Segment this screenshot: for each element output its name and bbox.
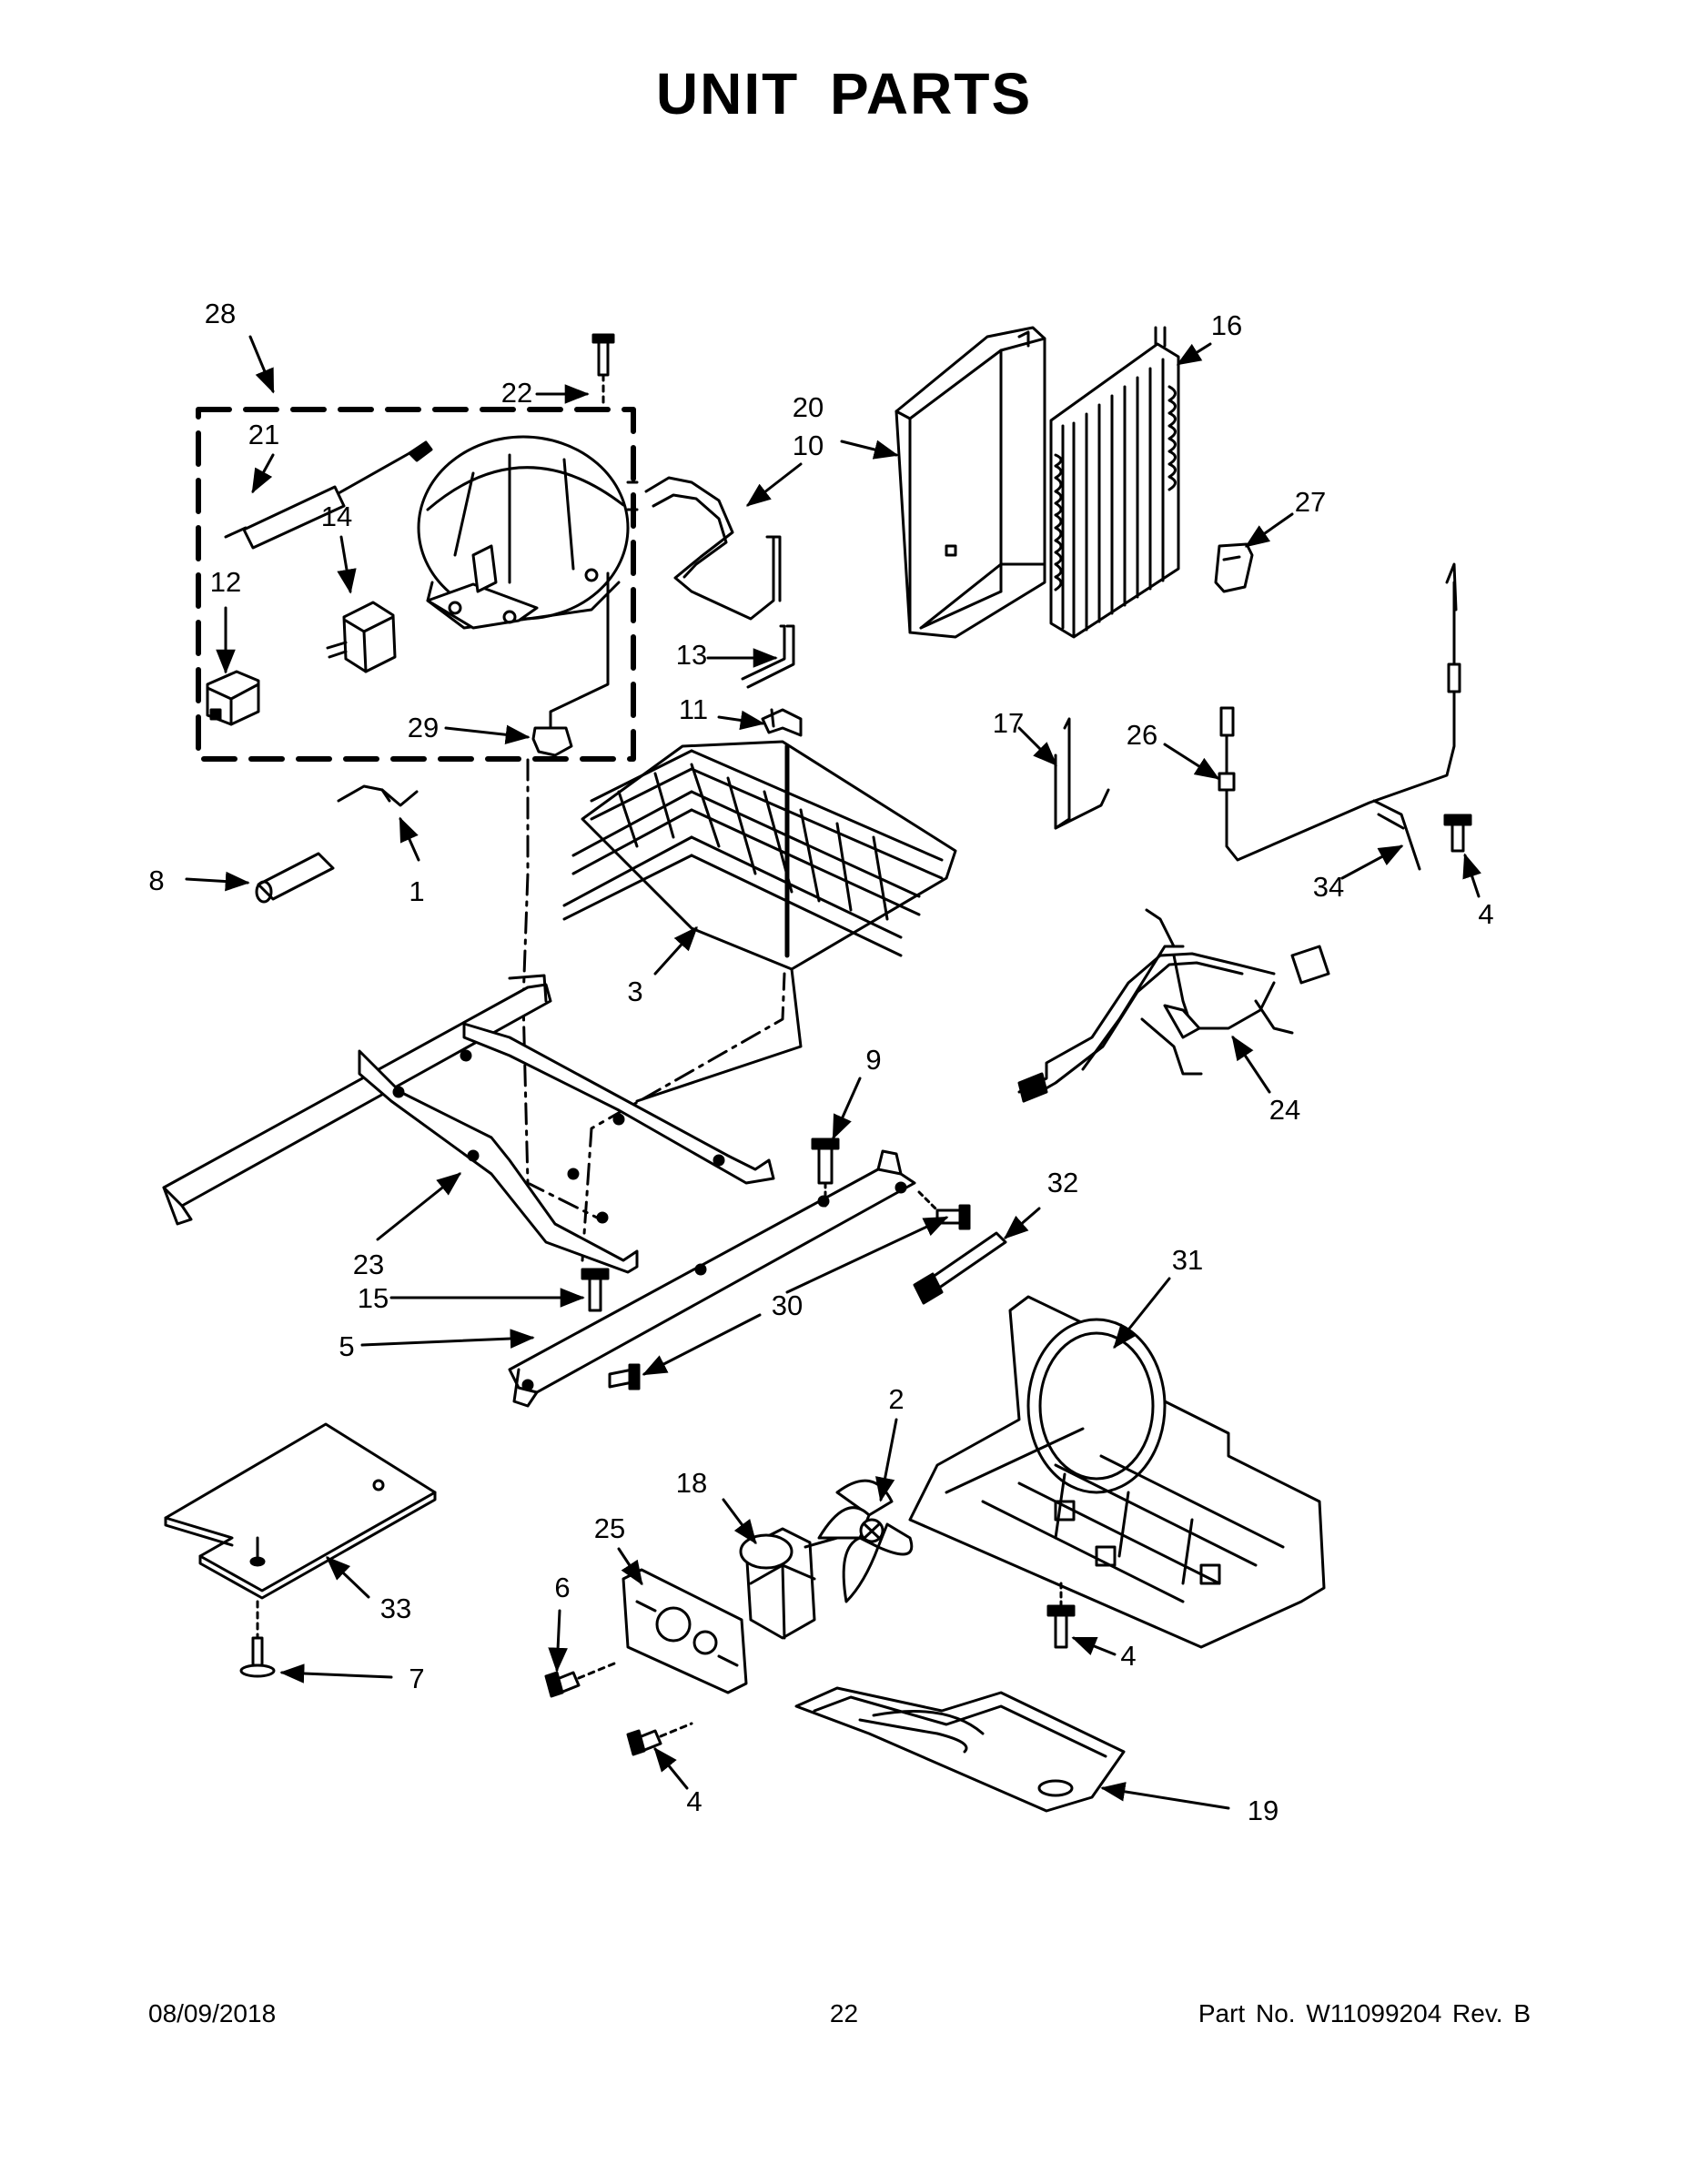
part-leveling-screw: [239, 1600, 276, 1678]
callout-11: 11: [679, 693, 708, 725]
footer-date: 08/09/2018: [148, 1999, 277, 2027]
callout-3: 3: [627, 976, 642, 1007]
part-compressor: [417, 333, 639, 757]
callout-18: 18: [676, 1467, 707, 1499]
callout-15: 15: [358, 1282, 389, 1314]
part-screw-15: [581, 1268, 610, 1312]
part-clip-34: [1372, 799, 1421, 871]
callout-13: 13: [676, 639, 707, 671]
callout-9: 9: [865, 1044, 881, 1076]
part-motor-bracket: [622, 1568, 748, 1694]
callout-30: 30: [772, 1289, 803, 1321]
callout-4c: 4: [686, 1785, 702, 1817]
callout-28: 28: [205, 298, 236, 329]
callout-8: 8: [148, 864, 164, 896]
callout-labels: 1 2 3 4 4 4 5 6 7 8 9 10 11 12 13 14 15 …: [148, 298, 1493, 1826]
callout-2: 2: [888, 1383, 904, 1415]
part-tube-10: [644, 476, 782, 621]
callout-24: 24: [1269, 1094, 1300, 1126]
compressor-kit-box: [196, 407, 636, 762]
callout-29: 29: [408, 712, 439, 743]
callout-5: 5: [339, 1330, 354, 1362]
callout-6: 6: [554, 1572, 570, 1603]
part-screw-4-mid: [1046, 1582, 1076, 1649]
part-screw-30a: [917, 1190, 971, 1230]
part-frame: [162, 974, 775, 1274]
part-screw-30b: [608, 1363, 641, 1390]
part-wire-harness: [1017, 908, 1330, 1103]
callout-32: 32: [1047, 1167, 1078, 1198]
callout-16: 16: [1211, 309, 1242, 341]
part-tube-13: [741, 624, 795, 689]
callout-7: 7: [409, 1663, 424, 1694]
part-overload: [206, 670, 260, 726]
part-bracket-27: [1214, 542, 1254, 593]
callout-22: 22: [501, 377, 532, 409]
callout-19: 19: [1248, 1795, 1279, 1826]
callout-21: 21: [248, 419, 279, 450]
part-drain-pan: [794, 1686, 1126, 1813]
part-screw-9: [811, 1138, 840, 1212]
callout-23: 23: [353, 1249, 384, 1280]
callout-25: 25: [594, 1512, 625, 1544]
callout-10: 10: [793, 430, 824, 461]
part-evaporator: [562, 740, 957, 1103]
part-cover-panel: [164, 1422, 437, 1600]
part-fan-blade: [817, 1479, 914, 1603]
callout-14: 14: [321, 500, 352, 532]
part-relay: [326, 601, 397, 673]
callout-1: 1: [409, 875, 424, 907]
part-screw-4-lower: [626, 1722, 693, 1756]
part-channel-30: [508, 1149, 916, 1408]
part-condenser: [1049, 326, 1180, 639]
part-harness-26: [1218, 562, 1461, 862]
part-tie-strap: [913, 1231, 1007, 1305]
callout-4a: 4: [1478, 898, 1493, 930]
part-screw-6: [544, 1660, 621, 1698]
part-screw-4-top: [1443, 814, 1472, 853]
footer-page-number: 22: [829, 1999, 859, 2027]
part-tube-17: [1054, 717, 1110, 830]
part-condenser-cover: [895, 326, 1046, 639]
callout-31: 31: [1172, 1244, 1203, 1276]
callout-27: 27: [1295, 486, 1326, 518]
page-title: UNIT PARTS: [655, 61, 1033, 126]
callout-20: 20: [793, 391, 824, 423]
part-filter-drier: [224, 440, 433, 550]
part-fan-shroud: [908, 1295, 1326, 1649]
callout-34: 34: [1313, 871, 1344, 903]
callout-12: 12: [210, 566, 241, 598]
part-fan-motor: [739, 1527, 839, 1640]
callout-4b: 4: [1120, 1640, 1136, 1672]
callout-33: 33: [380, 1592, 411, 1624]
callout-26: 26: [1127, 719, 1157, 751]
footer-part-number: Part No. W11099204 Rev. B: [1198, 1999, 1531, 2027]
part-tubing-8: [255, 852, 335, 904]
part-clip-11: [761, 708, 803, 737]
callout-17: 17: [993, 707, 1024, 739]
part-clip-1: [337, 784, 419, 807]
